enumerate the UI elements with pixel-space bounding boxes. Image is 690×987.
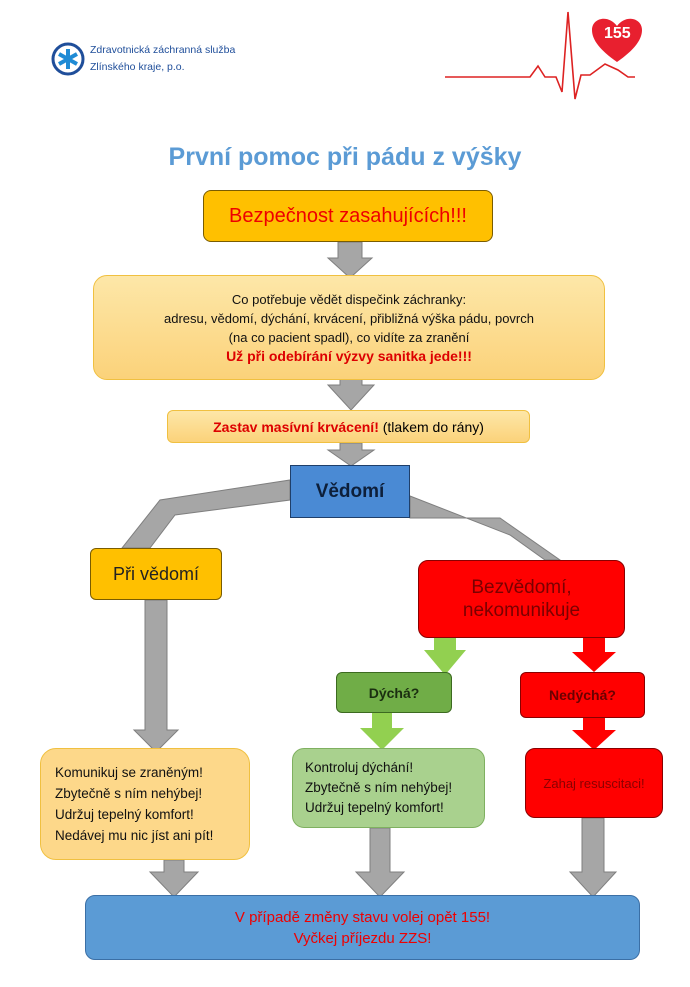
unconscious-box: Bezvědomí, nekomunikuje: [418, 560, 625, 638]
unconscious-line2: nekomunikuje: [462, 600, 581, 621]
consciousness-text: Vědomí: [315, 480, 385, 502]
heart-icon: [592, 18, 642, 62]
org-name-line1: Zdravotnická záchranná služba: [90, 44, 236, 56]
conscious-actions-box: Komunikuj se zraněným! Zbytečně s ním ne…: [40, 748, 250, 860]
conscious-box: Při vědomí: [90, 548, 222, 600]
bleeding-bold: Zastav masívní krvácení!: [213, 418, 379, 435]
final-line2: Vyčkej příjezdu ZZS!: [293, 929, 432, 947]
dispatch-alert: Už při odebírání výzvy sanitka jede!!!: [226, 347, 472, 364]
arrow-down-red: [572, 718, 616, 750]
arrow-down: [132, 599, 180, 753]
final-line1: V případě změny stavu volej opět 155!: [234, 908, 491, 926]
dispatch-box: Co potřebuje vědět dispečink záchranky: …: [93, 275, 605, 380]
arrow-down: [354, 827, 406, 898]
conscious-action: Udržuj tepelný komfort!: [55, 807, 194, 822]
arrow-down: [148, 859, 200, 898]
cpr-box: Zahaj resuscitaci!: [525, 748, 663, 818]
ecg-line: [445, 11, 635, 100]
dispatch-heading: Co potřebuje vědět dispečink záchranky:: [231, 291, 467, 307]
arrow-down: [326, 442, 376, 467]
arrow-down-green: [424, 638, 466, 675]
breathing-actions-box: Kontroluj dýchání! Zbytečně s ním nehýbe…: [292, 748, 485, 828]
page-title: První pomoc při pádu z výšky: [168, 143, 522, 171]
arrow-down-red: [572, 638, 616, 672]
arrow-down-green: [360, 713, 404, 750]
bleeding-box: Zastav masívní krvácení! (tlakem do rány…: [167, 410, 530, 443]
conscious-action: Komunikuj se zraněným!: [55, 765, 203, 780]
safety-box: Bezpečnost zasahujících!!!: [203, 190, 493, 242]
breathing-box: Dýchá?: [336, 672, 452, 713]
not-breathing-box: Nedýchá?: [520, 672, 645, 718]
breathing-action: Zbytečně s ním nehýbej!: [305, 780, 453, 795]
breathing-action: Kontroluj dýchání!: [305, 760, 414, 775]
bleeding-note: (tlakem do rány): [378, 418, 484, 435]
emergency-number: 155: [604, 25, 631, 42]
dispatch-line2: (na co pacient spadl), co vidíte za zran…: [228, 329, 470, 345]
conscious-action: Zbytečně s ním nehýbej!: [55, 786, 203, 801]
arrow-down: [568, 817, 618, 898]
dispatch-line1: adresu, vědomí, dýchání, krvácení, přibl…: [164, 310, 534, 326]
breathing-action: Udržuj tepelný komfort!: [305, 800, 444, 815]
unconscious-line1: Bezvědomí,: [471, 577, 572, 598]
connector-right: [409, 495, 562, 561]
conscious-text: Při vědomí: [112, 563, 200, 584]
consciousness-box: Vědomí: [290, 465, 410, 518]
cpr-text: Zahaj resuscitaci!: [543, 775, 645, 791]
not-breathing-text: Nedýchá?: [549, 687, 616, 703]
conscious-action: Nedávej mu nic jíst ani pít!: [55, 828, 214, 843]
breathing-text: Dýchá?: [368, 684, 420, 701]
safety-text: Bezpečnost zasahujících!!!: [229, 204, 467, 227]
org-name-line2: Zlínského kraje, p.o.: [90, 61, 185, 73]
connector-left: [120, 479, 291, 549]
final-box: V případě změny stavu volej opět 155! Vy…: [85, 895, 640, 960]
arrow-down: [326, 241, 374, 279]
